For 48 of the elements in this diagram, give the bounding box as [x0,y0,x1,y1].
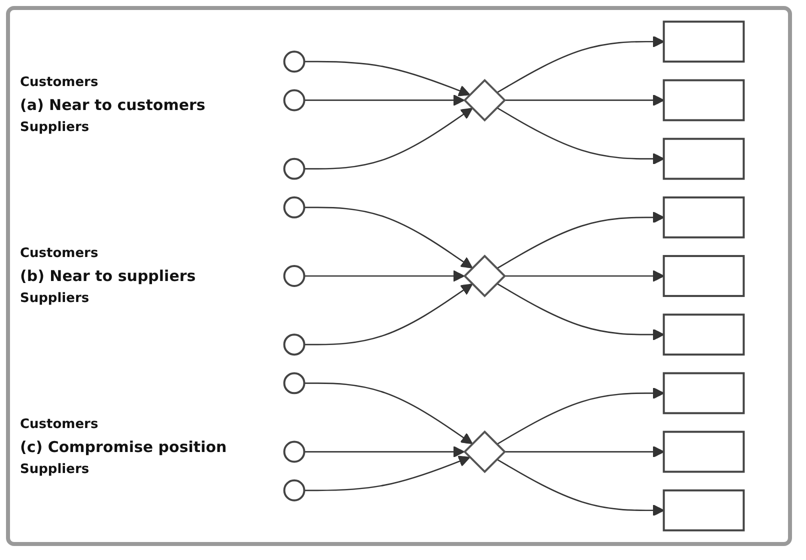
node-circle [283,196,306,218]
node-box [662,20,745,63]
arrow [496,36,664,94]
arrow [304,94,465,106]
arrow [304,284,473,346]
node-circle [283,372,306,394]
arrow [496,458,664,516]
group-label: Customers [20,246,100,261]
group-label: Suppliers [20,462,90,477]
arrow [304,446,465,458]
node-circle [283,334,306,356]
node-circle [283,265,306,287]
arrow [496,107,664,165]
arrow [504,94,664,106]
panel-title: (c) Compromise position [20,438,228,456]
arrow [304,382,473,444]
arrow [304,456,470,492]
node-diamond [463,430,506,474]
arrow [496,212,664,270]
panel-title: (a) Near to customers [20,96,206,114]
node-circle [283,158,306,180]
arrow [504,270,664,282]
node-circle [283,440,306,463]
node-box [662,196,745,238]
node-box [662,372,745,414]
group-label: Customers [20,75,100,90]
group-label: Suppliers [20,290,90,306]
group-label: Customers [20,416,100,432]
group-label: Suppliers [20,120,90,136]
node-circle [283,479,306,502]
node-circle [283,89,306,112]
panel-title: (b) Near to suppliers [20,266,197,285]
node-box [662,314,745,356]
node-box [662,79,745,122]
arrow [496,387,664,445]
arrow [304,206,473,268]
node-box [662,489,745,532]
node-box [662,430,745,473]
node-diamond [463,254,506,298]
arrow [504,446,664,458]
arrow [304,108,473,170]
arrow [304,60,470,96]
arrow [496,282,664,340]
arrow [304,270,465,282]
node-diamond [463,78,506,122]
node-box [662,255,745,297]
node-box [662,138,745,180]
node-circle [283,50,306,73]
